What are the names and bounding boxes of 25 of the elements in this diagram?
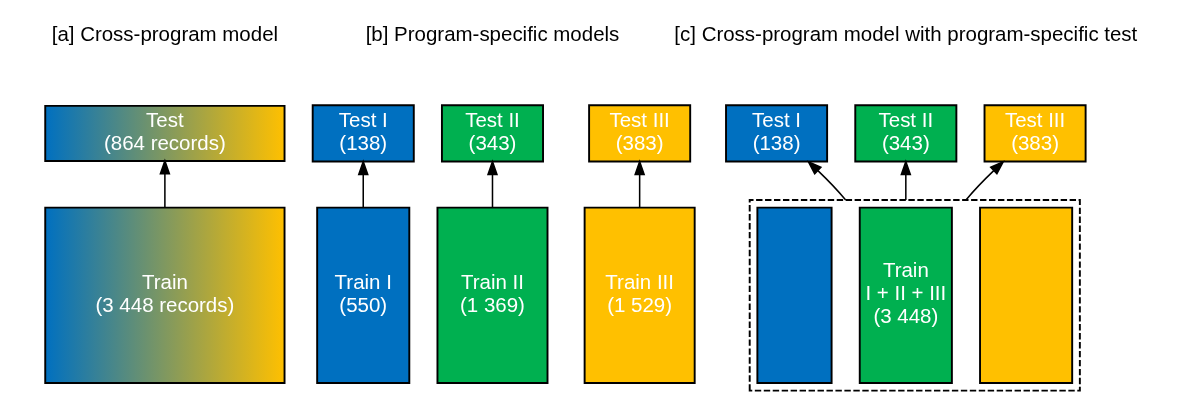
node-box: Train I (550) <box>315 206 410 384</box>
cluster <box>748 199 1081 392</box>
node-box: Train I + II + III (3 448) <box>858 206 953 384</box>
label: [c] Cross-program model with program-specific test <box>673 22 1137 46</box>
arrow <box>899 159 911 201</box>
arrow <box>633 159 645 209</box>
node-box: Test III (383) <box>983 104 1087 163</box>
node-box: Test III (383) <box>587 104 691 163</box>
node-box: Train III (1 529) <box>583 206 696 384</box>
node-box: Train (3 448 records) <box>43 206 285 384</box>
label: [b] Program-specific models <box>365 22 619 46</box>
arrow <box>357 159 369 209</box>
arrow <box>964 160 1005 201</box>
node-box <box>978 206 1073 384</box>
arrow <box>486 159 498 209</box>
arrow <box>806 160 846 201</box>
node-box: Test I (138) <box>724 104 828 163</box>
arrow <box>158 158 170 209</box>
node-box: Test II (343) <box>440 104 544 163</box>
node-box <box>755 206 833 384</box>
node-box: Train II (1 369) <box>436 206 548 384</box>
node-box: Test (864 records) <box>43 104 285 162</box>
node-box: Test II (343) <box>853 104 957 163</box>
label: [a] Cross-program model <box>51 22 278 46</box>
node-box: Test I (138) <box>311 104 415 163</box>
